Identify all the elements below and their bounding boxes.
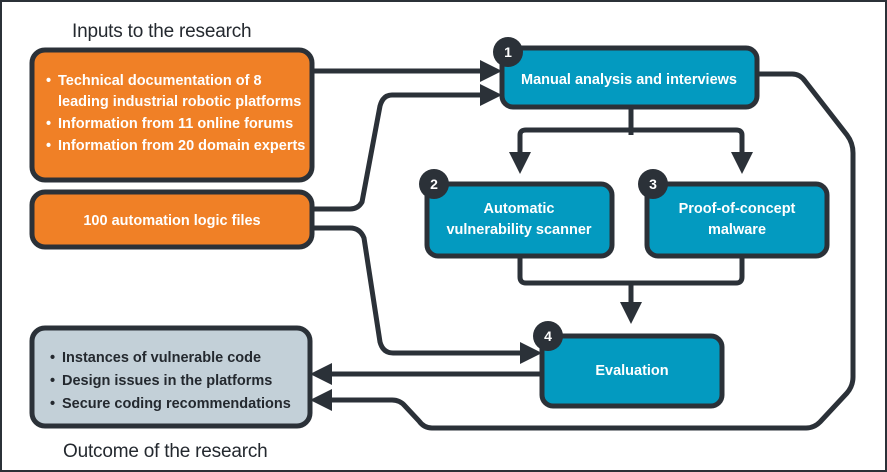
step-1-badge: [493, 37, 523, 67]
bullet-dot: •: [46, 116, 51, 132]
bullet-dot: •: [46, 73, 51, 89]
bullet-dot: •: [50, 350, 55, 366]
inputs-bullet-2-text: Information from 11 online forums: [58, 116, 293, 132]
inputs-bullet-3-text: Information from 20 domain experts: [58, 138, 305, 154]
step-4-label: Evaluation: [595, 363, 668, 379]
step-3-label-line1: Proof-of-concept: [679, 201, 796, 217]
step-3-box-shape: [644, 181, 830, 259]
inputs-bullet-3: • Information from 20 domain experts: [46, 138, 305, 154]
connector-step1-split: [517, 127, 745, 143]
step-2-label-line2: vulnerability scanner: [446, 222, 591, 238]
arrowhead-logicfiles-to-step1: [480, 84, 502, 106]
step-1-node[interactable]: Manual analysis and interviews 1: [493, 37, 760, 110]
arrowhead-inputs-to-step1: [480, 60, 502, 82]
arrowhead-step1-to-step3: [731, 152, 753, 174]
step-2-label-line1: Automatic: [484, 201, 555, 217]
caption-inputs: Inputs to the research: [72, 21, 251, 42]
inputs-box[interactable]: • Technical documentation of 8 leading i…: [29, 47, 315, 183]
outcome-bullet-2: • Design issues in the platforms: [50, 373, 272, 389]
inputs-bullet-1-text: Technical documentation of 8: [58, 73, 262, 89]
step-3-badge: [638, 169, 668, 199]
step-1-label: Manual analysis and interviews: [521, 72, 737, 88]
step-2-node[interactable]: Automatic vulnerability scanner 2: [419, 169, 615, 259]
bullet-dot: •: [50, 396, 55, 412]
step-4-badge-number: 4: [544, 328, 552, 344]
outcome-bullet-1-text: Instances of vulnerable code: [62, 350, 261, 366]
connector-logicfiles-to-step4: [312, 225, 520, 356]
step-3-node[interactable]: Proof-of-concept malware 3: [638, 169, 830, 259]
logic-files-label: 100 automation logic files: [83, 213, 260, 229]
step-3-badge-number: 3: [649, 176, 657, 192]
outcome-bullet-2-text: Design issues in the platforms: [62, 373, 272, 389]
outcome-bullet-1: • Instances of vulnerable code: [50, 350, 261, 366]
arrowhead-merge-to-step4: [620, 302, 642, 324]
inputs-bullet-2: • Information from 11 online forums: [46, 116, 293, 132]
step-4-box-shape: [539, 333, 725, 409]
connector-step2-step3-merge: [517, 255, 745, 286]
outcome-box-shape: [29, 325, 313, 429]
caption-outcome: Outcome of the research: [63, 441, 268, 462]
outcome-bullet-3: • Secure coding recommendations: [50, 396, 291, 412]
logic-files-box[interactable]: 100 automation logic files: [29, 189, 315, 250]
step-4-badge: [533, 321, 563, 351]
step-1-box-shape: [499, 45, 760, 110]
inputs-bullet-1: • Technical documentation of 8: [46, 73, 262, 89]
logic-files-box-shape: [29, 189, 315, 250]
step-3-label-line2: malware: [708, 222, 766, 238]
connector-logicfiles-to-step1: [312, 92, 480, 212]
arrowhead-logicfiles-to-step4: [520, 342, 542, 364]
outcome-box[interactable]: • Instances of vulnerable code • Design …: [29, 325, 313, 429]
arrowhead-feedback-to-outcome: [310, 389, 332, 411]
step-1-badge-number: 1: [504, 44, 512, 60]
step-2-badge: [419, 169, 449, 199]
bullet-dot: •: [50, 373, 55, 389]
outcome-bullet-3-text: Secure coding recommendations: [62, 396, 291, 412]
bullet-dot: •: [46, 138, 51, 154]
arrowhead-step1-to-step2: [509, 152, 531, 174]
arrowhead-step4-to-outcome: [310, 363, 332, 385]
step-2-badge-number: 2: [430, 176, 438, 192]
inputs-bullet-1-cont: leading industrial robotic platforms: [58, 94, 301, 110]
step-2-box-shape: [424, 181, 615, 259]
connectors-group: [310, 60, 856, 431]
inputs-box-shape: [29, 47, 315, 183]
connector-step1-feedback-loop: [332, 71, 856, 431]
step-4-node[interactable]: Evaluation 4: [533, 321, 725, 409]
